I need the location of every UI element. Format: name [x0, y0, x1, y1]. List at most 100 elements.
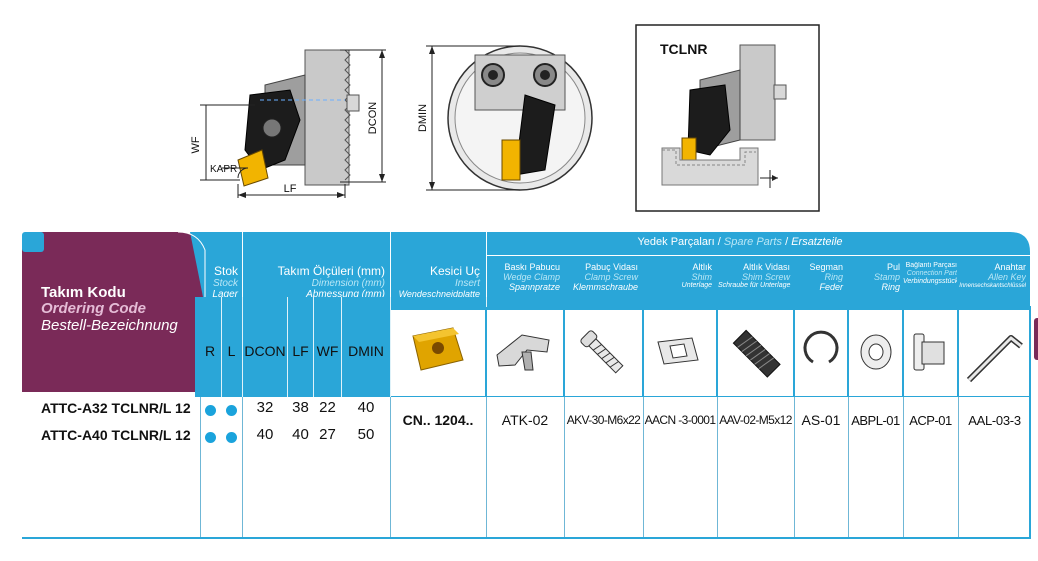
- stock-sub-bg: [195, 297, 241, 397]
- body-sep-insert: [486, 397, 487, 538]
- part-1-de: Spannpratze: [508, 282, 560, 292]
- spare-parts-de: Ersatzteile: [791, 236, 843, 248]
- row-2-dcon: 40: [256, 426, 274, 443]
- lf-label: LF: [284, 183, 297, 195]
- row-2-dmin: 50: [357, 426, 375, 443]
- part-5-tr: Segman: [809, 262, 843, 272]
- tool-diagrams: DCON WF KAPR LF DMIN TCLNR: [190, 24, 820, 212]
- part-8-en: Allen Key: [987, 272, 1026, 282]
- end-view-drawing: [426, 45, 593, 191]
- sep-dim-insert-2: [390, 232, 391, 397]
- part-value-2: AKV-30-M6x22: [566, 413, 641, 427]
- part-header-2: Pabuç Vidası Clamp Screw Klemmschraube: [566, 262, 638, 292]
- part-3-de: Unterlage: [681, 282, 712, 289]
- dmin-label: DMIN: [417, 104, 429, 132]
- part-1-en: Wedge Clamp: [503, 272, 560, 282]
- part-header-6: Pul Stamp Ring: [848, 262, 900, 292]
- stock-l-label: L: [227, 343, 236, 359]
- connection-part-icon: [913, 333, 945, 371]
- part-2-tr: Pabuç Vidası: [585, 262, 638, 272]
- part-7-en: Connection Part: [906, 270, 957, 277]
- sep-stock-dim-2: [242, 232, 243, 397]
- insert-icon: [412, 327, 464, 371]
- ordering-code-en: Ordering Code: [41, 300, 147, 317]
- body-sep-p6: [903, 397, 904, 538]
- part-header-4: Altlık Vidası Shim Screw Schraube für Un…: [718, 262, 790, 290]
- part-6-en: Stamp: [873, 272, 900, 282]
- part-value-8: AAL-03-3: [968, 413, 1021, 428]
- part-8-de: Innensechskantschlüssel: [959, 283, 1026, 289]
- part-1-tr: Baskı Pabucu: [504, 262, 560, 272]
- part-value-6: ABPL-01: [851, 413, 900, 428]
- body-sep-p5: [848, 397, 849, 538]
- dim-col-dmin: DMIN: [348, 343, 384, 359]
- insert-header: Kesici Uç Insert Wendeschneidplatte: [390, 265, 480, 300]
- spare-parts-sep-1: /: [717, 236, 721, 248]
- part-5-de: Feder: [819, 282, 843, 292]
- row-2-lf: 40: [292, 426, 309, 443]
- dimensions-header: Takım Ölçüleri (mm) Dimension (mm) Abmes…: [240, 264, 385, 301]
- body-sep-p3: [717, 397, 718, 538]
- table-header-background: [22, 231, 1030, 392]
- table-bottom-border: [22, 537, 1031, 539]
- sep-wf-dmin-2: [341, 297, 342, 397]
- stock-header: Stok Stock Lager: [200, 264, 238, 301]
- part-7-de: Verbindungsstück: [903, 278, 957, 285]
- spare-parts-sep-2: /: [785, 236, 789, 248]
- row-1-dmin: 40: [357, 399, 375, 416]
- kapr-label: KAPR: [210, 164, 237, 175]
- dim-col-dcon: DCON: [244, 343, 286, 359]
- spare-parts-en: Spare Parts: [723, 236, 782, 248]
- part-header-7: Bağlantı Parçası Connection Part Verbind…: [903, 262, 957, 286]
- body-sep-p4: [794, 397, 795, 538]
- spare-parts-tr: Yedek Parçaları: [637, 236, 715, 248]
- part-value-1: ATK-02: [501, 412, 549, 428]
- part-value-3: AACN -3-0001: [644, 413, 716, 427]
- allen-key-icon: [966, 335, 1023, 383]
- part-2-en: Clamp Screw: [584, 272, 638, 282]
- row-2-wf: 27: [319, 426, 336, 443]
- ordering-code-header: Takım Kodu Ordering Code Bestell-Bezeich…: [41, 285, 178, 335]
- body-sep-dim: [390, 397, 391, 538]
- tclnr-title: TCLNR: [660, 41, 707, 57]
- insert-en: Insert: [454, 278, 480, 289]
- spare-parts-divider: [487, 255, 1030, 256]
- part-icon-cell-5: [795, 310, 847, 396]
- sep-dcon-lf-2: [287, 297, 288, 397]
- body-sep-code: [200, 397, 201, 538]
- sep-lf-wf-2: [313, 297, 314, 397]
- shim-icon: [657, 337, 699, 365]
- table-right-border: [1029, 306, 1031, 538]
- side-view-drawing: [200, 49, 386, 198]
- dim-col-wf: WF: [316, 343, 339, 359]
- part-icons: [412, 327, 1023, 383]
- insert-value: CN.. 1204..: [402, 412, 474, 428]
- part-value-7: ACP-01: [909, 413, 952, 428]
- part-2-de: Klemmschraube: [572, 282, 638, 292]
- row-1-code: ATTC-A32 TCLNR/L 12: [41, 400, 191, 416]
- sep-r-l-2: [221, 297, 222, 397]
- part-3-en: Shim: [691, 272, 712, 282]
- dimensions-de: Abmessung (mm): [306, 289, 385, 300]
- wf-label: WF: [190, 136, 202, 153]
- dcon-label: DCON: [367, 102, 379, 134]
- row-2-stock-l-dot: [226, 432, 237, 443]
- part-value-4: AAV-02-M5x12: [719, 413, 792, 427]
- body-sep-p2: [643, 397, 644, 538]
- row-1-lf: 38: [292, 399, 309, 416]
- part-4-en: Shim Screw: [741, 272, 790, 282]
- row-1-stock-l-dot: [226, 405, 237, 416]
- stock-tr: Stok: [213, 264, 238, 278]
- washer-icon: [860, 334, 892, 370]
- row-1-stock-r-dot: [205, 405, 216, 416]
- part-header-8: Anahtar Allen Key Innensechskantschlüsse…: [958, 262, 1026, 290]
- row-2-code: ATTC-A40 TCLNR/L 12: [41, 427, 191, 443]
- dim-col-lf: LF: [292, 343, 309, 359]
- dimensions-tr: Takım Ölçüleri (mm): [277, 264, 385, 278]
- tclnr-view-drawing: [635, 24, 820, 212]
- part-4-de: Schraube für Unterlage: [718, 282, 791, 289]
- stock-en: Stock: [212, 278, 238, 289]
- wedge-clamp-icon: [496, 334, 550, 371]
- insert-de: Wendeschneidplatte: [398, 289, 480, 299]
- row-1-dcon: 32: [256, 399, 274, 416]
